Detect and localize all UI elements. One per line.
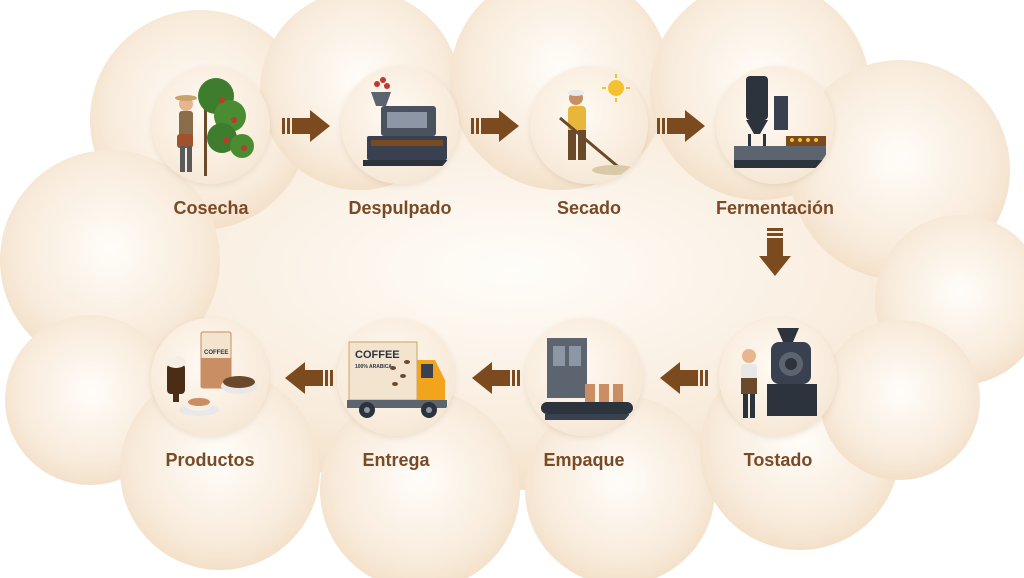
step-tostado: Tostado: [693, 318, 863, 471]
arrow-left-2: [470, 360, 520, 396]
step-label: Cosecha: [173, 198, 249, 218]
step-fermentacion: Fermentación: [690, 66, 860, 219]
step-label: Despulpado: [348, 198, 452, 218]
coffee-products-icon: COFFEE: [151, 318, 269, 436]
arrow-down: [757, 228, 793, 278]
step-label: Productos: [165, 450, 255, 470]
harvest-icon: [152, 66, 270, 184]
arrow-left-1: [658, 360, 708, 396]
step-label: Empaque: [543, 450, 625, 470]
step-label: Fermentación: [715, 198, 835, 218]
step-secado: Secado: [504, 66, 674, 219]
roaster-icon: [719, 318, 837, 436]
delivery-truck-icon: COFFEE 100% ARABICA: [337, 318, 455, 436]
step-label: Secado: [556, 198, 622, 218]
packaging-line-icon: [525, 318, 643, 436]
arrow-left-3: [283, 360, 333, 396]
step-cosecha: Cosecha: [126, 66, 296, 219]
step-entrega: COFFEE 100% ARABICA Entrega: [311, 318, 481, 471]
arrow-right-2: [471, 108, 521, 144]
arrow-right-3: [657, 108, 707, 144]
truck-brand: COFFEE: [355, 349, 400, 361]
arrow-right-1: [282, 108, 332, 144]
step-label: Tostado: [743, 450, 813, 470]
step-empaque: Empaque: [499, 318, 669, 471]
pulping-machine-icon: [341, 66, 459, 184]
fermentation-tank-icon: [716, 66, 834, 184]
step-despulpado: Despulpado: [315, 66, 485, 219]
drying-icon: [530, 66, 648, 184]
bag-brand: COFFEE: [204, 350, 228, 356]
step-label: Entrega: [362, 450, 430, 470]
truck-subbrand: 100% ARABICA: [355, 364, 392, 370]
step-productos: COFFEE Productos: [125, 318, 295, 471]
